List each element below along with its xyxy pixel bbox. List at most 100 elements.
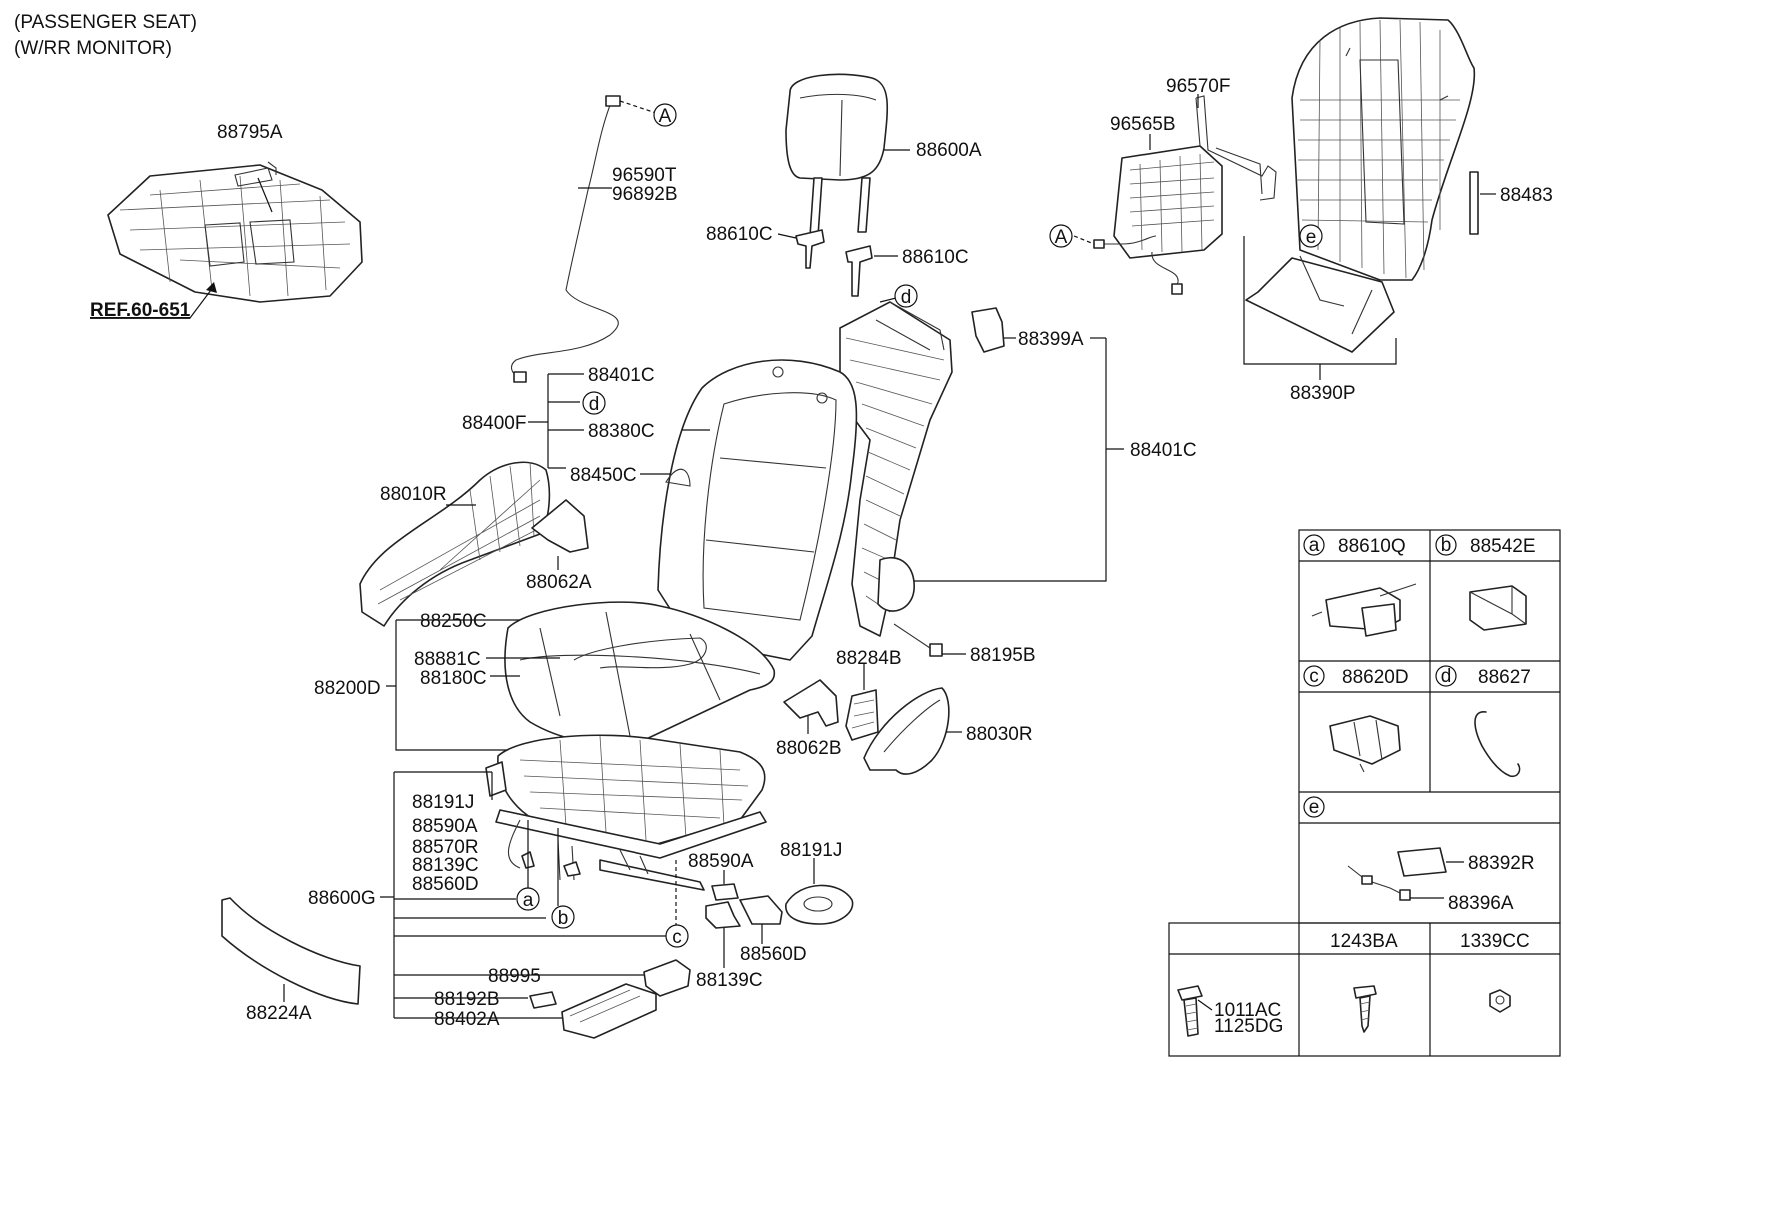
legend-c-letter: c (1309, 666, 1319, 687)
label-88795A: 88795A (217, 122, 283, 143)
callout-A-monitor (1049, 224, 1073, 248)
callout-d-group-text: d (589, 394, 600, 415)
legend-e-part-2: 88396A (1448, 893, 1514, 914)
legend-a-circle (1303, 534, 1325, 556)
rr-monitor-drawing (1073, 94, 1277, 295)
label-88600G: 88600G (308, 888, 376, 909)
label-88224A: 88224A (246, 1003, 312, 1024)
bracket-88200D (386, 619, 560, 751)
bracket-88600G (380, 771, 666, 1019)
callout-A-harness (653, 103, 677, 127)
callout-d-frame (894, 284, 918, 308)
label-88030R: 88030R (966, 724, 1033, 745)
seat-cushion (504, 601, 776, 745)
label-88570R: 88570R (412, 837, 479, 858)
label-88590A-left: 88590A (412, 816, 478, 837)
label-88062B: 88062B (776, 738, 842, 759)
label-88010R: 88010R (380, 484, 447, 505)
label-88401C-right: 88401C (1130, 440, 1197, 461)
label-88250C: 88250C (420, 611, 487, 632)
fastener-bolt-drawing (1177, 985, 1213, 1037)
label-88192B: 88192B (434, 989, 500, 1010)
legend-table (1168, 529, 1561, 1057)
legend-c-motor-drawing (1329, 715, 1401, 773)
label-88180C: 88180C (420, 668, 487, 689)
label-96565B: 96565B (1110, 114, 1176, 135)
label-88284B: 88284B (836, 648, 902, 669)
label-88483: 88483 (1500, 185, 1553, 206)
legend-e-circle (1303, 796, 1325, 818)
label-88590A-right: 88590A (688, 851, 754, 872)
label-88399A: 88399A (1018, 329, 1084, 350)
label-88380C: 88380C (588, 421, 655, 442)
label-88191J-right: 88191J (780, 840, 842, 861)
callout-a-frame (516, 887, 540, 911)
callout-e-cover (1299, 224, 1323, 248)
label-88062A: 88062A (526, 572, 592, 593)
seat-frame-tracks (485, 734, 767, 891)
label-96892B: 96892B (612, 184, 678, 205)
callout-b-frame-text: b (558, 908, 569, 929)
legend-b-part: 88542E (1470, 536, 1536, 557)
label-88881C: 88881C (414, 649, 481, 670)
ref-label: REF.60-651 (90, 300, 191, 321)
callout-d-frame-text: d (901, 287, 912, 308)
rr-monitor-harness (510, 95, 657, 383)
label-88390P: 88390P (1290, 383, 1356, 404)
label-88195B: 88195B (970, 645, 1036, 666)
legend-c-part: 88620D (1342, 667, 1409, 688)
legend-d-letter: d (1441, 666, 1452, 687)
seatback-rear-cover (1243, 17, 1496, 380)
callout-c-frame (665, 924, 689, 948)
legend-e-letter: e (1309, 797, 1320, 818)
callout-c-frame-text: c (672, 927, 682, 948)
legend-e-part-1: 88392R (1468, 853, 1535, 874)
label-88401C-left: 88401C (588, 365, 655, 386)
legend-b-circle (1435, 534, 1457, 556)
headrest-guides (777, 229, 898, 297)
label-88610C-1: 88610C (706, 224, 773, 245)
legend-e-drawing (1347, 847, 1464, 901)
legend-c-circle (1303, 665, 1325, 687)
label-88200D: 88200D (314, 678, 381, 699)
lower-small-parts (529, 858, 854, 1039)
fastener-nut-drawing (1489, 989, 1511, 1013)
fastener-col3-label: 1339CC (1460, 931, 1530, 952)
label-88191J-left: 88191J (412, 792, 474, 813)
label-88560D-left: 88560D (412, 874, 479, 895)
callout-d-group (582, 391, 606, 415)
label-96590T: 96590T (612, 165, 677, 186)
label-88995: 88995 (488, 966, 541, 987)
floor-panel-drawing (107, 161, 363, 319)
callout-a-frame-text: a (523, 890, 534, 911)
front-trim-drawing (221, 897, 361, 1005)
headrest-drawing (785, 73, 910, 237)
legend-a-letter: a (1309, 535, 1320, 556)
seatback-frame (839, 297, 1124, 657)
label-88600A: 88600A (916, 140, 982, 161)
legend-d-wire-drawing (1474, 711, 1521, 778)
callout-A-harness-text: A (659, 106, 672, 127)
legend-d-circle (1435, 665, 1457, 687)
seatback-cushion (657, 359, 858, 661)
callout-A-monitor-text: A (1055, 227, 1068, 248)
side-parts-drawing (783, 664, 962, 775)
legend-b-letter: b (1441, 535, 1452, 556)
label-88139C-left: 88139C (412, 855, 479, 876)
label-88450C: 88450C (570, 465, 637, 486)
callout-b-frame (551, 905, 575, 929)
label-88400F: 88400F (462, 413, 526, 434)
header-line-2: (W/RR MONITOR) (14, 38, 172, 59)
header-line-1: (PASSENGER SEAT) (14, 12, 197, 33)
fastener-col2-label: 1243BA (1330, 931, 1398, 952)
fastener-screw-drawing (1353, 985, 1377, 1033)
legend-d-part: 88627 (1478, 667, 1531, 688)
legend-a-motor-drawing (1311, 583, 1417, 637)
label-88560D-right: 88560D (740, 944, 807, 965)
label-88139C-right: 88139C (696, 970, 763, 991)
legend-b-connector-drawing (1469, 585, 1527, 631)
side-shield-drawing (359, 461, 589, 627)
label-96570F: 96570F (1166, 76, 1230, 97)
label-88402A: 88402A (434, 1009, 500, 1030)
